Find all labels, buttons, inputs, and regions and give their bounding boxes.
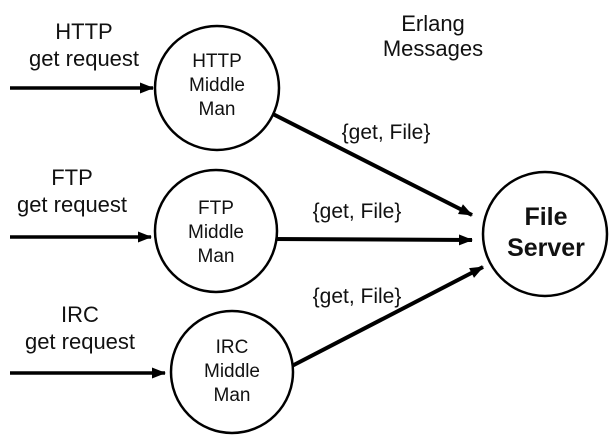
node-http-line2: Middle: [189, 75, 245, 96]
node-file-server-label: File Server: [507, 202, 585, 264]
node-irc-middle-man-circle: [169, 309, 295, 435]
node-irc-middle-man-label: IRC Middle Man: [204, 336, 260, 408]
irc-request-protocol: IRC: [61, 302, 99, 327]
node-ftp-middle-man-label: FTP Middle Man: [188, 197, 244, 269]
node-file-server-circle: [481, 170, 609, 298]
node-file-server-line1: File: [524, 203, 568, 231]
ftp-request-protocol: FTP: [51, 165, 93, 190]
node-ftp-line2: Middle: [188, 222, 244, 243]
node-http-line3: Man: [198, 99, 236, 120]
node-irc-line3: Man: [213, 385, 251, 406]
irc-request-action: get request: [24, 329, 136, 354]
ftp-request-label: FTP get request: [0, 164, 152, 218]
node-irc-line1: IRC: [215, 337, 249, 358]
node-http-middle-man-circle: [153, 24, 281, 152]
diagram-title: Erlang Messages: [348, 11, 518, 61]
diagram-title-line2: Messages: [382, 36, 484, 61]
http-request-action: get request: [28, 46, 140, 71]
arrow-irc-to-file-server: [287, 265, 484, 370]
http-request-label: HTTP get request: [4, 18, 164, 72]
diagram-title-line1: Erlang: [401, 11, 465, 36]
node-ftp-middle-man-circle: [153, 168, 279, 294]
node-http-middle-man-label: HTTP Middle Man: [189, 50, 245, 122]
ftp-message-label: {get, File}: [312, 200, 402, 223]
node-http-line1: HTTP: [192, 51, 242, 72]
http-message-label: {get, File}: [341, 121, 431, 144]
ftp-request-action: get request: [16, 192, 128, 217]
node-irc-line2: Middle: [204, 361, 260, 382]
node-ftp-line1: FTP: [198, 198, 234, 219]
node-file-server-line2: Server: [507, 234, 585, 262]
arrow-ftp-to-file-server: [271, 234, 473, 246]
irc-message-label: {get, File}: [312, 285, 402, 308]
irc-request-label: IRC get request: [0, 301, 160, 355]
arrow-http-to-file-server: [264, 108, 473, 217]
http-request-protocol: HTTP: [55, 19, 113, 44]
node-ftp-line3: Man: [197, 246, 235, 267]
